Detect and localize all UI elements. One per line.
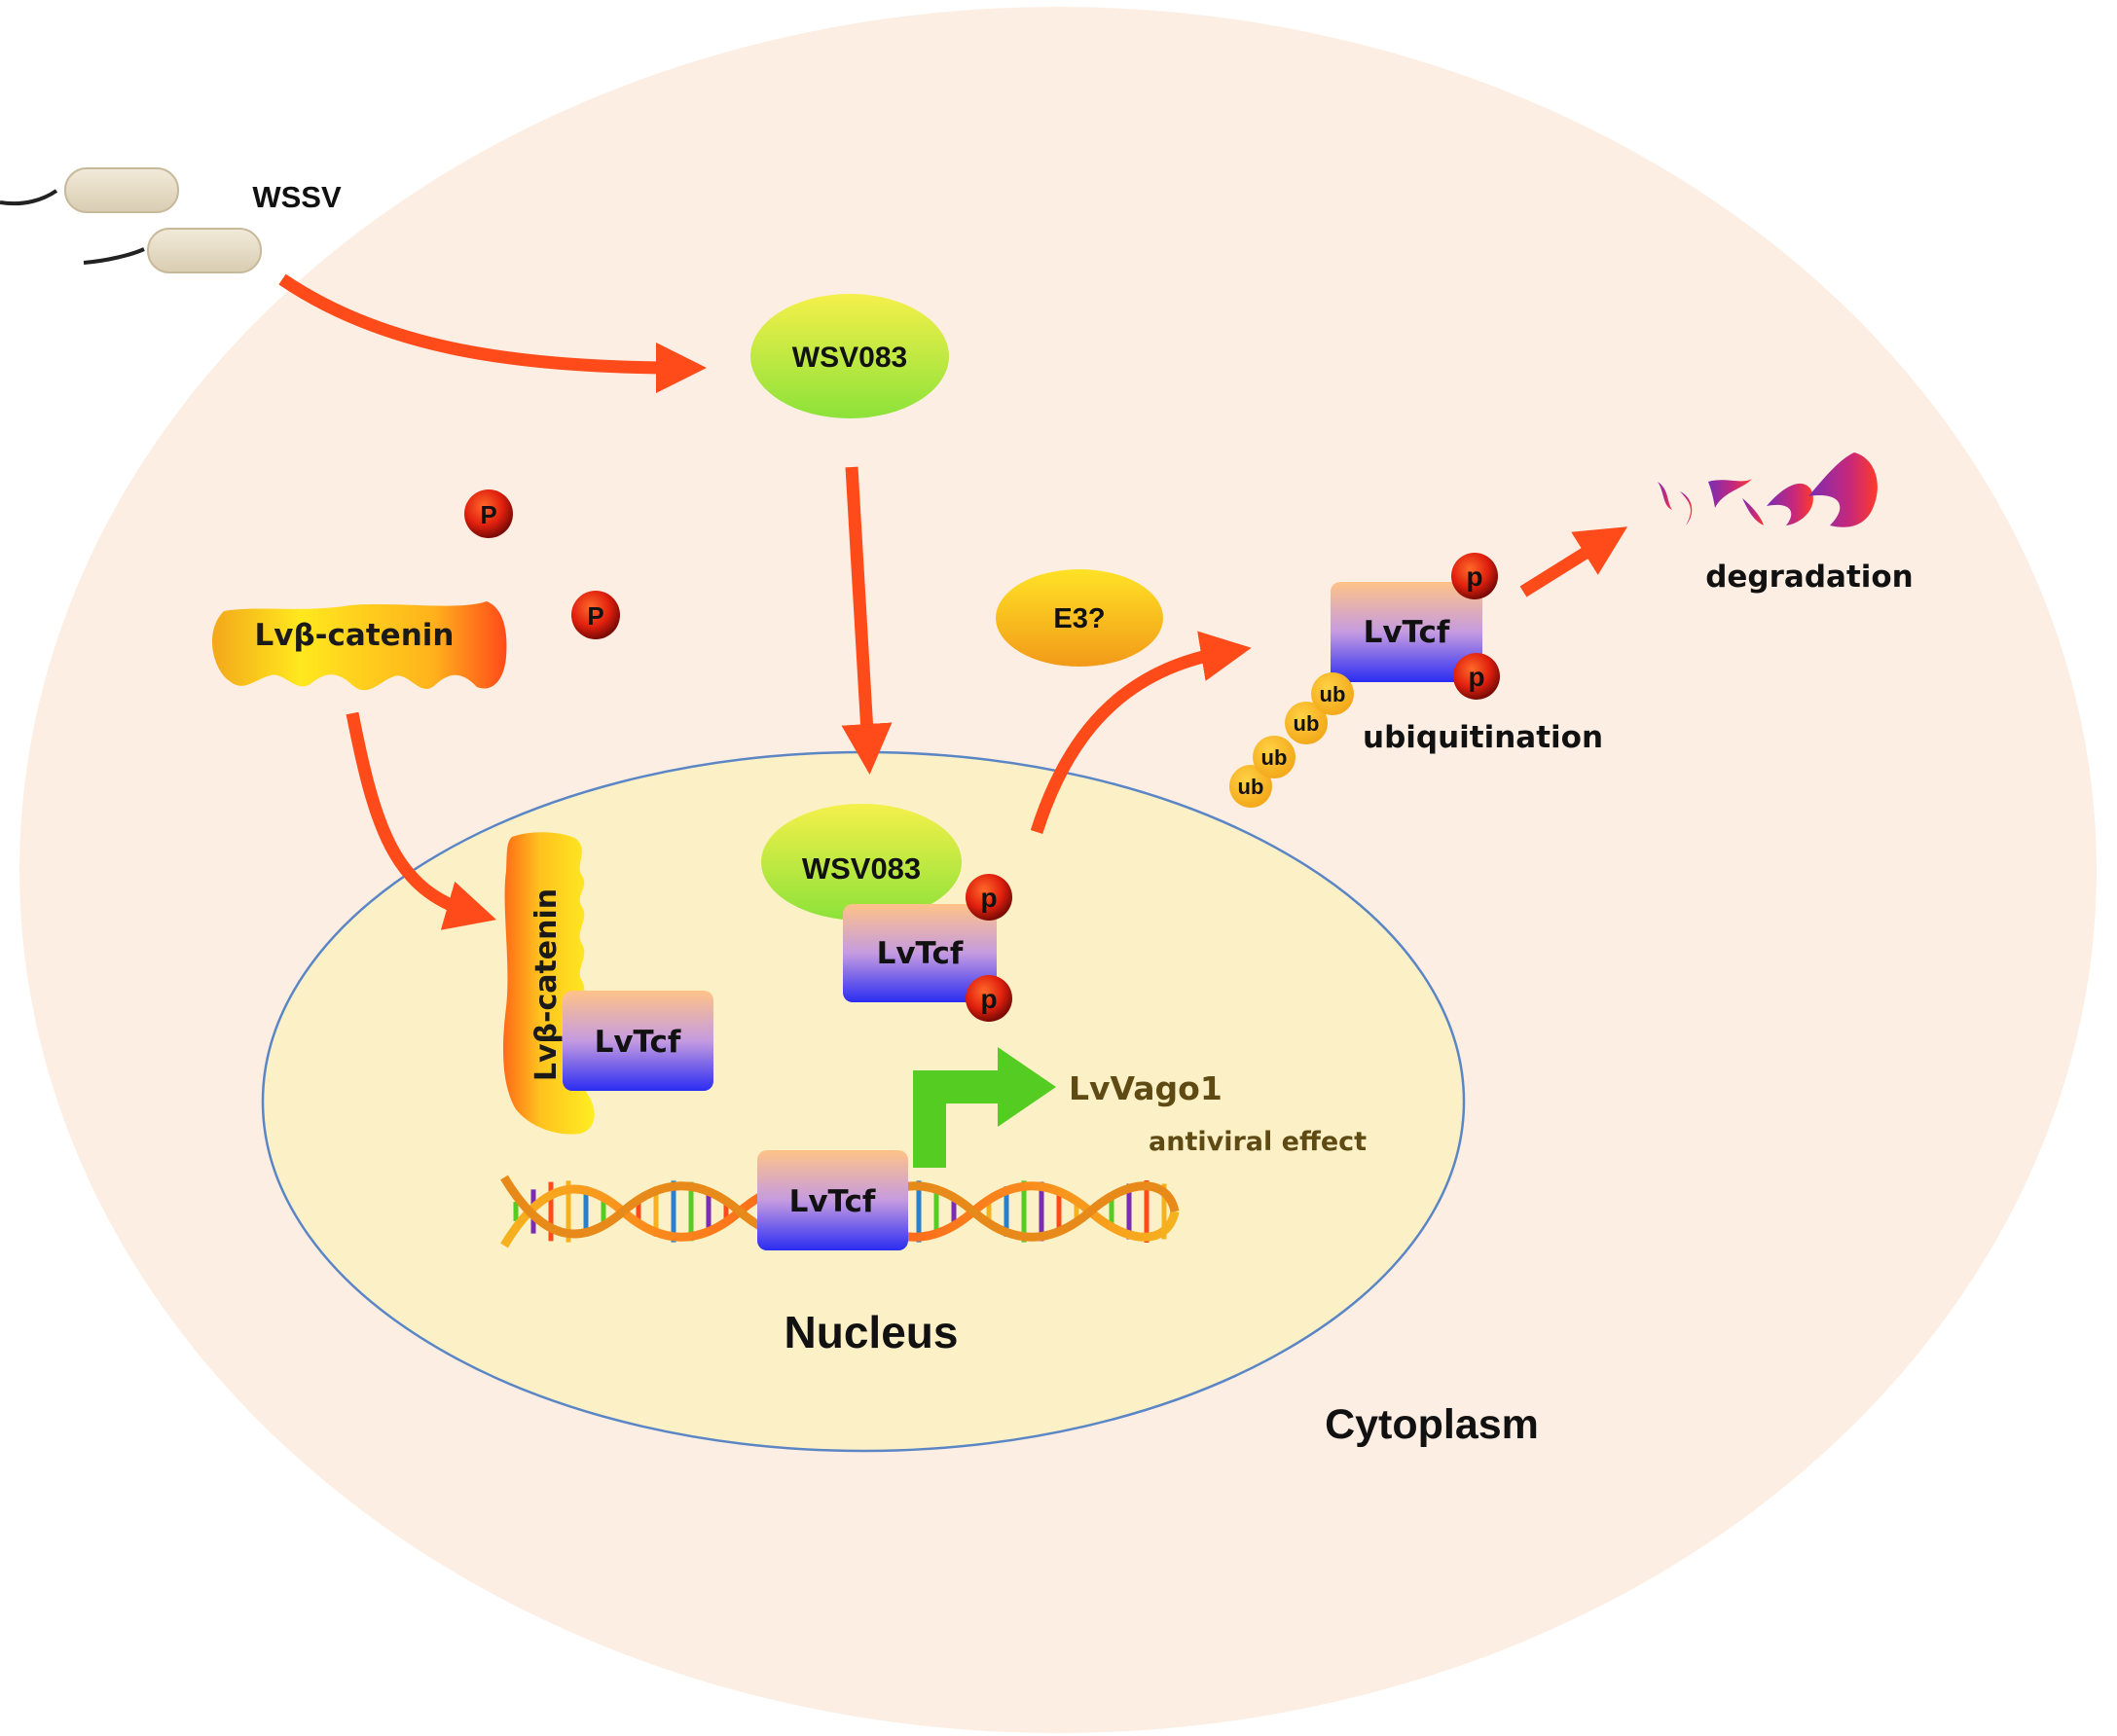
transcription-arrow	[913, 1047, 1056, 1168]
beta-catenin-cytoplasm-label: Lvβ-catenin	[255, 618, 455, 653]
ubiquitin-3-label: ub	[1261, 745, 1288, 770]
phospho-nucleus-top	[966, 874, 1012, 921]
phospho-ubiq-top	[1451, 553, 1498, 599]
cytoplasm-label: Cytoplasm	[1325, 1401, 1539, 1448]
wsv083-nucleus-label: WSV083	[802, 851, 921, 886]
ubiquitin-3	[1253, 736, 1296, 778]
wssv-virion-1	[0, 167, 179, 213]
ubiquitin-4-label: ub	[1238, 775, 1264, 799]
ubiquitin-2	[1285, 702, 1328, 744]
phosphate-lower	[571, 591, 620, 639]
beta-catenin-cytoplasm-protein	[211, 601, 507, 691]
phospho-ubiq-bottom	[1453, 653, 1500, 700]
phospho-ubiq-bottom-label: p	[1468, 662, 1484, 692]
arrow-wssv-to-wsv083	[278, 273, 707, 393]
wsv083-nucleus-protein	[761, 804, 962, 921]
phosphate-upper-label: P	[480, 500, 496, 529]
phospho-nucleus-top-label: p	[980, 883, 997, 913]
beta-catenin-nucleus-label: Lvβ-catenin	[529, 888, 564, 1081]
wssv-label: WSSV	[252, 180, 342, 214]
arrow-catenin-to-nucleus	[346, 711, 496, 930]
arrow-nucleus-to-ubiquitination	[1030, 631, 1252, 834]
degradation-label: degradation	[1705, 560, 1914, 595]
phosphate-upper	[464, 489, 513, 538]
ubiquitin-chain: ub ub ub ub	[1229, 672, 1354, 808]
wsv083-cytoplasm-label: WSV083	[792, 342, 907, 374]
lvtcf-dna-label: LvTcf	[789, 1184, 876, 1219]
phospho-nucleus-bottom-label: p	[980, 984, 997, 1014]
degraded-fragments	[1658, 452, 1878, 527]
wsv083-cytoplasm-protein	[750, 294, 949, 418]
ubiquitin-1	[1311, 672, 1354, 715]
lvtcf-complex-label: LvTcf	[595, 1025, 681, 1060]
lvtcf-ubiquitinated	[1331, 582, 1482, 682]
ubiquitin-2-label: ub	[1294, 711, 1320, 736]
e3-ligase	[996, 569, 1163, 667]
lvtcf-wsv083-bound	[843, 904, 997, 1002]
arrow-wsv083-to-nucleus	[841, 466, 893, 775]
lvtcf-complex	[563, 991, 713, 1091]
ubiquitin-4	[1229, 765, 1272, 808]
ubiquitin-1-label: ub	[1320, 682, 1346, 706]
phosphate-lower-label: P	[587, 601, 603, 631]
e3-label: E3?	[1053, 603, 1105, 634]
phospho-nucleus-bottom	[966, 975, 1012, 1022]
antiviral-effect-label: antiviral effect	[1149, 1127, 1367, 1157]
phospho-ubiq-top-label: p	[1466, 561, 1482, 592]
lvvago1-label: LvVago1	[1069, 1069, 1223, 1107]
ubiquitination-label: ubiquitination	[1363, 720, 1603, 755]
lvtcf-dna-bound	[757, 1150, 908, 1250]
nucleus-label: Nucleus	[785, 1307, 959, 1357]
wssv-virion-2	[83, 228, 262, 273]
lvtcf-ubiquitinated-label: LvTcf	[1364, 615, 1450, 650]
arrow-to-degradation	[1519, 526, 1628, 597]
lvtcf-wsv083-label: LvTcf	[877, 936, 964, 971]
